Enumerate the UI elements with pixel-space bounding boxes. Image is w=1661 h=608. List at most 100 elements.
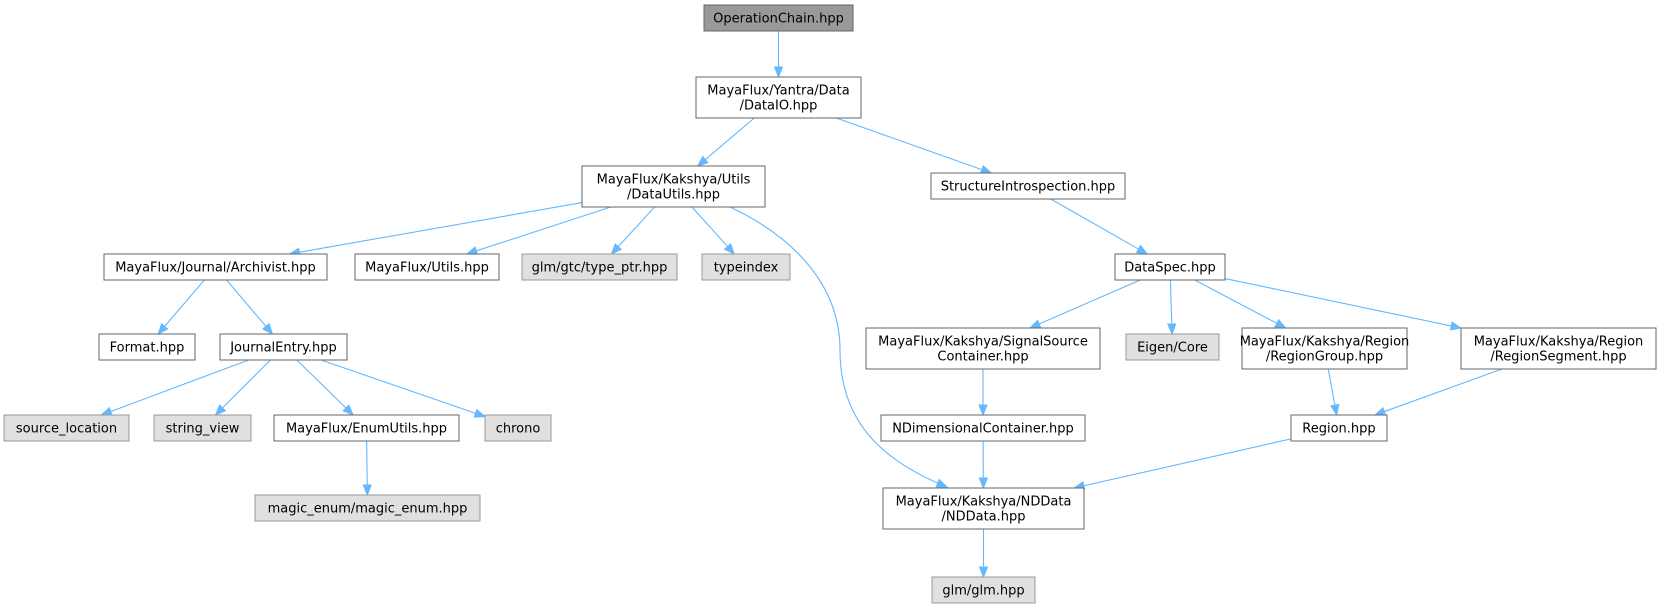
edge-dataspec-to-regiongroup: [1194, 279, 1287, 329]
node-region[interactable]: Region.hpp: [1290, 414, 1388, 442]
edge-datautils-to-typeindex: [691, 206, 736, 256]
node-journalentry[interactable]: JournalEntry.hpp: [219, 333, 348, 361]
edge-line: [704, 117, 755, 161]
edge-archivist-to-format: [157, 279, 205, 336]
edge-arrowhead: [978, 566, 989, 579]
node-box: [254, 494, 481, 522]
edge-ndimcontainer-to-nddata: [978, 440, 989, 490]
edge-arrowhead: [1167, 323, 1177, 336]
node-box: [354, 253, 500, 281]
edge-arrowhead: [1274, 318, 1287, 329]
node-utils[interactable]: MayaFlux/Utils.hpp: [354, 253, 500, 281]
edge-archivist-to-journalentry: [226, 279, 274, 336]
edge-dataspec-to-regionsegment: [1224, 277, 1463, 331]
edge-region-to-nddata: [1072, 438, 1292, 491]
edge-arrowhead: [696, 155, 709, 167]
node-datautils[interactable]: MayaFlux/Kakshya/Utils/DataUtils.hpp: [581, 165, 766, 208]
edge-arrowhead: [473, 408, 487, 418]
edge-arrowhead: [979, 165, 993, 174]
node-box: [701, 253, 791, 281]
node-sourceloc[interactable]: source_location: [3, 414, 130, 442]
node-regiongroup[interactable]: MayaFlux/Kakshya/Region/RegionGroup.hpp: [1240, 327, 1410, 370]
edge-journalentry-to-sourceloc: [100, 359, 249, 416]
edge-line: [836, 117, 984, 171]
edge-datautils-to-utils: [465, 206, 611, 256]
node-chrono[interactable]: chrono: [484, 414, 552, 442]
node-archivist[interactable]: MayaFlux/Journal/Archivist.hpp: [103, 253, 328, 281]
node-label: MayaFlux/Kakshya/SignalSource: [878, 335, 1088, 350]
edge-line: [226, 279, 268, 328]
node-box: [931, 576, 1036, 604]
node-format[interactable]: Format.hpp: [98, 333, 196, 361]
edge-line: [1194, 279, 1278, 325]
edge-regiongroup-to-region: [1327, 368, 1340, 417]
node-label: MayaFlux/Kakshya/NDData: [896, 495, 1072, 510]
node-operationchain[interactable]: OperationChain.hpp: [703, 4, 854, 32]
edge-arrowhead: [773, 66, 784, 79]
edge-arrowhead: [723, 243, 736, 256]
node-label: Eigen/Core: [1137, 341, 1208, 356]
node-signalsource[interactable]: MayaFlux/Kakshya/SignalSourceContainer.h…: [865, 327, 1101, 370]
node-regionsegment[interactable]: MayaFlux/Kakshya/Region/RegionSegment.hp…: [1460, 327, 1657, 370]
node-box: [930, 172, 1126, 200]
node-box: [219, 333, 348, 361]
edge-arrowhead: [1373, 406, 1387, 416]
node-label: MayaFlux/Kakshya/Utils: [597, 173, 751, 188]
node-label: DataSpec.hpp: [1124, 261, 1216, 276]
edge-arrowhead: [262, 322, 274, 336]
node-label: string_view: [166, 422, 240, 437]
node-box: [695, 76, 862, 119]
edge-arrowhead: [610, 243, 623, 255]
node-label: Region.hpp: [1302, 422, 1375, 437]
node-label: /RegionSegment.hpp: [1490, 350, 1626, 365]
edge-arrowhead: [1028, 319, 1042, 329]
edge-arrowhead: [342, 404, 355, 416]
edge-line: [1038, 279, 1141, 325]
node-nddata[interactable]: MayaFlux/Kakshya/NDData/NDData.hpp: [882, 487, 1085, 530]
edge-nddata-to-glm: [978, 529, 989, 579]
nodes-layer: OperationChain.hppMayaFlux/Yantra/Data/D…: [3, 4, 1657, 604]
node-box: [3, 414, 130, 442]
node-stringview[interactable]: string_view: [153, 414, 252, 442]
edge-arrowhead: [935, 478, 949, 488]
node-box: [1460, 327, 1657, 370]
node-label: MayaFlux/Kakshya/Region: [1474, 335, 1644, 350]
node-magicenum[interactable]: magic_enum/magic_enum.hpp: [254, 494, 481, 522]
node-typeptr[interactable]: glm/gtc/type_ptr.hpp: [521, 253, 678, 281]
node-ndimcontainer[interactable]: NDimensionalContainer.hpp: [880, 414, 1086, 442]
edge-dataspec-to-signalsource: [1028, 279, 1141, 329]
node-box: [1290, 414, 1388, 442]
edge-line: [617, 206, 656, 248]
node-box: [153, 414, 252, 442]
node-glm[interactable]: glm/glm.hpp: [931, 576, 1036, 604]
edge-arrowhead: [157, 322, 169, 336]
edge-line: [1224, 277, 1453, 327]
node-label: MayaFlux/Utils.hpp: [365, 261, 489, 276]
node-enumutils[interactable]: MayaFlux/EnumUtils.hpp: [273, 414, 460, 442]
node-box: [103, 253, 328, 281]
edge-arrowhead: [362, 484, 372, 497]
node-label: MayaFlux/Yantra/Data: [707, 84, 849, 99]
edge-dataio-to-structintro: [836, 117, 993, 174]
node-eigen[interactable]: Eigen/Core: [1125, 333, 1220, 361]
node-box: [1114, 253, 1226, 281]
node-dataspec[interactable]: DataSpec.hpp: [1114, 253, 1226, 281]
node-box: [1125, 333, 1220, 361]
node-label: /DataIO.hpp: [740, 99, 818, 114]
node-label: OperationChain.hpp: [713, 12, 844, 27]
edge-arrowhead: [978, 477, 989, 490]
edge-line: [221, 359, 271, 410]
node-label: /DataUtils.hpp: [627, 188, 720, 203]
edge-datautils-to-archivist: [288, 202, 583, 257]
node-label: NDimensionalContainer.hpp: [892, 422, 1074, 437]
node-typeindex[interactable]: typeindex: [701, 253, 791, 281]
edge-line: [1050, 198, 1140, 251]
node-label: typeindex: [714, 261, 779, 276]
edge-arrowhead: [978, 404, 988, 417]
edge-enumutils-to-magicenum: [362, 440, 372, 497]
edge-signalsource-to-ndimcontainer: [978, 369, 988, 417]
edge-arrowhead: [1449, 321, 1463, 331]
node-structintro[interactable]: StructureIntrospection.hpp: [930, 172, 1126, 200]
node-box: [703, 4, 854, 32]
node-dataio[interactable]: MayaFlux/Yantra/Data/DataIO.hpp: [695, 76, 862, 119]
